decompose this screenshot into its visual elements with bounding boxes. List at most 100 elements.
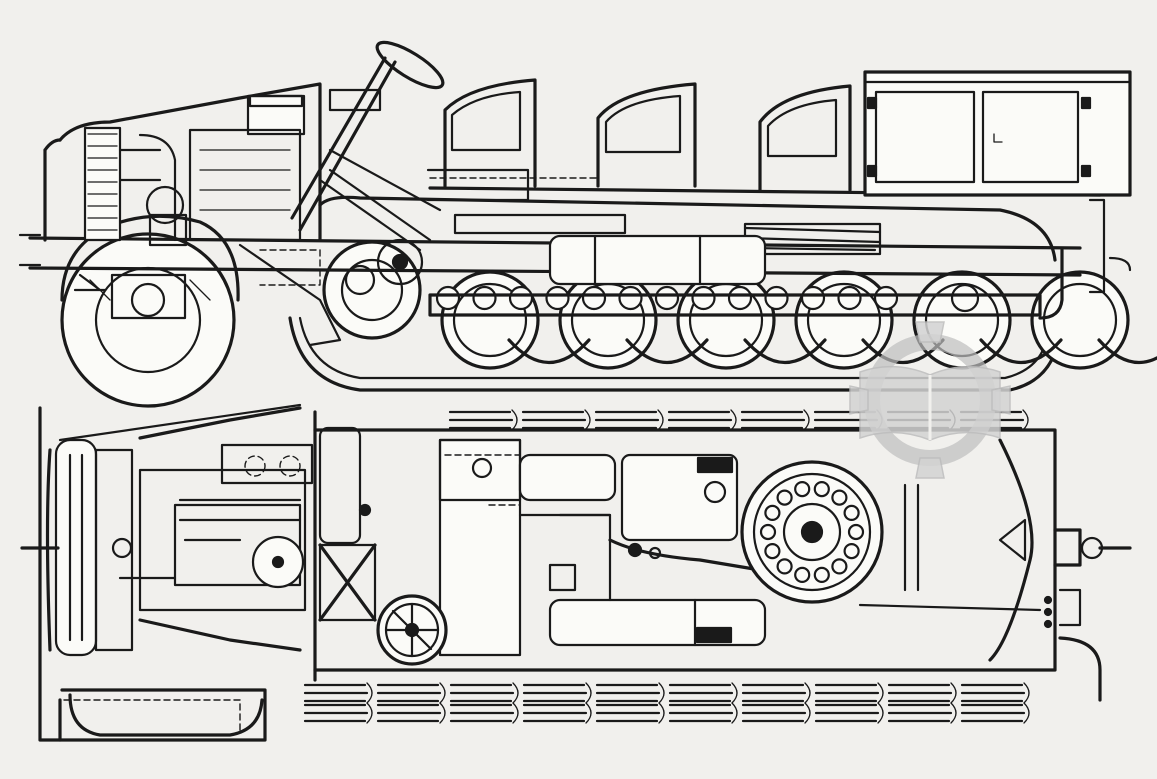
track-pin: [657, 409, 664, 431]
spoke-hole: [831, 558, 848, 575]
spoke-hole: [764, 504, 781, 522]
spoke-hole: [794, 566, 811, 584]
track-link: [668, 703, 734, 723]
track-link: [960, 703, 1026, 723]
roller: [581, 285, 607, 311]
track-link: [522, 683, 588, 703]
spoke-hole: [776, 558, 793, 575]
roller: [837, 285, 862, 311]
return-rollers: [435, 283, 980, 313]
track-link: [741, 683, 807, 703]
track-link: [376, 703, 442, 723]
track-pin: [511, 409, 518, 431]
track-pin: [585, 682, 592, 704]
road-wheels: [440, 270, 1157, 370]
track-pin: [512, 702, 519, 724]
spoke-hole: [764, 542, 781, 560]
track-link: [522, 703, 588, 723]
track-pin: [1023, 702, 1030, 724]
track-link: [449, 703, 515, 723]
steering-wheel-plan: [376, 594, 448, 666]
track-pin: [366, 702, 373, 724]
road-wheel-rear-arc: [507, 338, 591, 364]
spoke-hole: [813, 566, 830, 584]
front-body-plan: [20, 406, 267, 742]
road-wheel-rim: [1042, 282, 1118, 358]
roller: [873, 285, 899, 311]
roller: [435, 285, 461, 311]
track-link: [814, 703, 880, 723]
roller: [545, 285, 570, 311]
track-link: [668, 683, 734, 703]
track-link: [595, 703, 661, 723]
track-link: [741, 703, 807, 723]
fuel-tanks-plan: [518, 453, 767, 647]
rear-cargo-box: [863, 70, 1132, 197]
track-pin: [731, 702, 738, 724]
track-pin: [950, 682, 957, 704]
track-link: [449, 683, 515, 703]
spoke-hole: [843, 542, 860, 560]
track-link: [887, 683, 953, 703]
track-pin: [1022, 409, 1029, 431]
track-link: [594, 410, 660, 430]
road-wheel-rim: [452, 282, 528, 358]
roller: [618, 285, 643, 311]
track-pin: [950, 702, 957, 724]
track-pin: [803, 409, 810, 431]
spare-wheel: [740, 460, 884, 604]
main-hull-plan: [313, 410, 1057, 682]
track-pin: [585, 702, 592, 724]
spoke-hole: [843, 504, 860, 522]
engine-plan: [118, 406, 314, 652]
track-pin: [439, 682, 446, 704]
roller: [764, 285, 789, 311]
track-pin: [730, 409, 737, 431]
track-link: [667, 410, 733, 430]
track-link: [303, 683, 369, 703]
track-pin: [804, 682, 811, 704]
road-wheel-rear-arc: [1097, 338, 1157, 364]
spoke-hole: [847, 523, 865, 541]
track-link: [376, 683, 442, 703]
track-pin: [366, 682, 373, 704]
roller: [950, 283, 980, 313]
track-link: [448, 410, 514, 430]
track-pin: [658, 702, 665, 724]
spoke-hole: [759, 523, 777, 541]
track-link: [595, 683, 661, 703]
track-pin: [877, 702, 884, 724]
road-wheel-rear-arc: [743, 338, 827, 364]
open-book-gear-icon: [849, 321, 1011, 479]
track-pin: [877, 682, 884, 704]
track-pin: [731, 682, 738, 704]
plan-view: [20, 403, 1132, 742]
roller: [800, 285, 826, 311]
roller: [727, 285, 753, 311]
rear-towing-hitch: [1043, 528, 1132, 702]
spoke-hole: [831, 489, 848, 506]
track-plan-bottom: [303, 682, 1030, 724]
track-pin: [658, 682, 665, 704]
track-pin: [584, 409, 591, 431]
track-link: [887, 703, 953, 723]
track-pin: [439, 702, 446, 724]
spoke-hole: [776, 489, 793, 506]
side-elevation-view: [18, 40, 1157, 408]
track-link: [303, 703, 369, 723]
track-link: [960, 683, 1026, 703]
track-pin: [804, 702, 811, 724]
spare-wheel-spokes: [759, 481, 865, 584]
spoke-hole: [813, 481, 830, 498]
road-wheel-rear-arc: [979, 338, 1063, 364]
road-wheel-rear-arc: [625, 338, 709, 364]
fuel-tanks-side: [453, 213, 767, 286]
track-pin: [1023, 682, 1030, 704]
track-pin: [512, 682, 519, 704]
roller: [691, 285, 716, 311]
roller: [472, 285, 497, 311]
track-link: [521, 410, 587, 430]
engine-bay: [43, 82, 322, 247]
